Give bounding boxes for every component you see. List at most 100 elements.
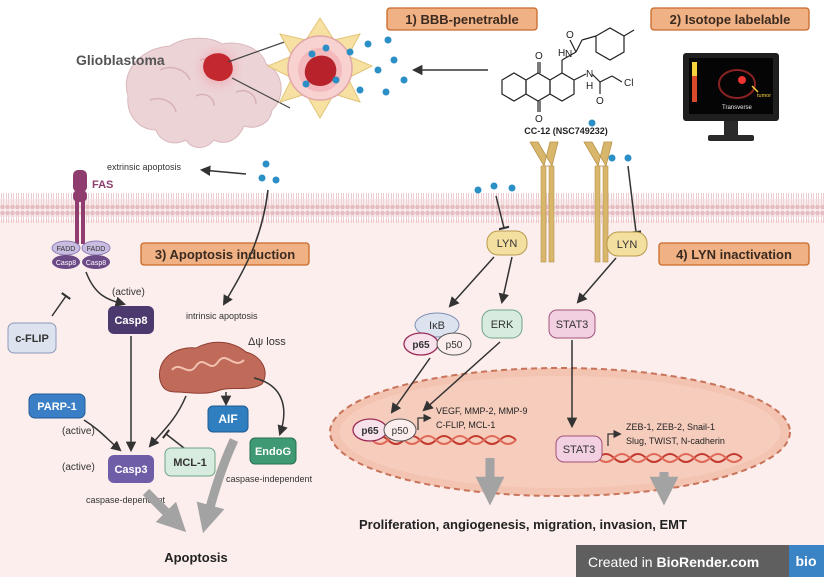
lyn-right [606, 231, 648, 257]
atom-o-ketone2: O [535, 114, 543, 125]
lyn-left-label: LYN [497, 238, 518, 250]
mitochondrion [158, 341, 266, 394]
fadd-right-label: FADD [87, 246, 106, 253]
p65-nuclear-label: p65 [361, 426, 379, 437]
outcome-label: Proliferation, angiogenesis, migration, … [359, 517, 687, 532]
casp3-active-label: (active) [62, 462, 95, 473]
casp8-small-left: Casp8 [56, 260, 76, 267]
arrow-lyn-to-stat3 [576, 257, 617, 304]
arrow-lyn-to-erk [498, 256, 513, 305]
step3-box [140, 242, 310, 266]
footer-text: Created in BioRender.com [588, 554, 759, 570]
arrow-lyn-to-ikb [448, 256, 495, 308]
stat3-label: STAT3 [556, 319, 589, 331]
membrane-core [0, 199, 824, 217]
mcl1-box [164, 447, 216, 477]
stat3-nuclear-label: STAT3 [563, 444, 596, 456]
atom-cl: Cl [624, 78, 633, 89]
drug-dots-bbb [302, 36, 408, 96]
gray-arrow-casp3 [142, 488, 187, 533]
lyn-left [486, 230, 528, 256]
inhibit-mcl1 [161, 429, 185, 449]
arrow-ikb-to-nucleus [390, 357, 431, 414]
transcription-arrow-nfkb [417, 413, 432, 430]
cflip-label: c-FLIP [15, 333, 49, 345]
inhibit-lyn-right [627, 165, 642, 234]
drug-dot [588, 119, 596, 127]
step3-label: 3) Apoptosis induction [155, 247, 295, 262]
endog-box [249, 437, 297, 465]
gray-arrow-aif [196, 438, 239, 534]
atom-o-amide1: O [566, 30, 574, 41]
aif-label: AIF [218, 412, 237, 426]
brain-illustration [125, 37, 282, 148]
step2-box [650, 7, 810, 31]
arrow-mito-to-endog [253, 377, 288, 436]
step4-box [658, 242, 810, 266]
extrinsic-label: extrinsic apoptosis [107, 162, 182, 172]
ikb-node [414, 312, 460, 338]
caspase-independent-label: caspase-independent [226, 474, 313, 484]
monitor-view-label: Transverse [722, 105, 752, 111]
bbb-vessel [266, 17, 374, 119]
drug-dots-lyn [474, 154, 632, 194]
arrow-to-intrinsic [222, 189, 269, 306]
arrow-erk-to-nucleus [422, 341, 501, 412]
apoptosis-label: Apoptosis [164, 550, 228, 565]
casp8-box [108, 306, 154, 334]
p50-nuclear-label: p50 [392, 426, 409, 437]
ikb-label: IκB [429, 320, 445, 332]
atom-o-ketone1: O [535, 51, 543, 62]
casp8-label: Casp8 [114, 315, 147, 327]
step1-box [386, 7, 538, 31]
zoom-line-top [227, 39, 291, 63]
atom-n2: N [586, 69, 593, 80]
parp1-active-label: (active) [62, 426, 95, 437]
atom-nh2: H [586, 81, 593, 92]
glioblastoma-label: Glioblastoma [76, 52, 165, 68]
stat3-node [548, 309, 596, 339]
casp3-box [108, 455, 154, 483]
nucleus-inner [340, 376, 780, 488]
footer-created-in: Created in [588, 554, 656, 570]
inhibit-cflip [51, 292, 71, 317]
atom-o-amide2: O [596, 96, 604, 107]
fas-label: FAS [92, 179, 113, 191]
cc12-atoms: H N O N H O Cl O O [535, 30, 633, 125]
arrow-parp1-to-casp3 [83, 419, 122, 452]
stat3-targets-line1: ZEB-1, ZEB-2, Snail-1 [626, 422, 715, 432]
drug-dots-extrinsic [258, 160, 280, 184]
step1-label: 1) BBB-penetrable [405, 12, 518, 27]
monitor-icon [683, 53, 779, 141]
cc12-structure [501, 27, 635, 112]
arrow-disc-to-casp8 [85, 271, 127, 307]
transcription-arrow-stat3 [607, 429, 622, 446]
compound-label: CC-12 (NSC749232) [524, 126, 608, 136]
p50-node [436, 332, 472, 356]
step4-label: 4) LYN inactivation [676, 247, 792, 262]
arrow-to-extrinsic [199, 165, 247, 176]
p65-label: p65 [412, 340, 430, 351]
parp1-box [28, 393, 86, 419]
footer-badge[interactable] [576, 545, 789, 577]
monitor-tumor-label: tumor [757, 93, 771, 99]
atom-nh1: H [558, 48, 565, 59]
step2-label: 2) Isotope labelable [670, 12, 791, 27]
psi-loss-label: Δψ loss [248, 336, 286, 348]
footer-logo[interactable] [789, 545, 824, 577]
mcl1-label: MCL-1 [173, 457, 207, 469]
inhibit-lyn-left [495, 195, 510, 231]
receptor-right [583, 141, 613, 263]
casp3-label: Casp3 [114, 464, 147, 476]
p50-label: p50 [446, 340, 463, 351]
caspase-dependent-label: caspase-dependent [86, 495, 166, 505]
cflip-box [7, 322, 57, 354]
stat3-nuclear-node [555, 435, 603, 463]
nfkb-targets-line2: C-FLIP, MCL-1 [436, 420, 495, 430]
atom-n1: N [565, 49, 572, 60]
casp8-small-right: Casp8 [86, 260, 106, 267]
fas-receptor [73, 170, 87, 244]
p50-nuclear-node [383, 418, 417, 442]
